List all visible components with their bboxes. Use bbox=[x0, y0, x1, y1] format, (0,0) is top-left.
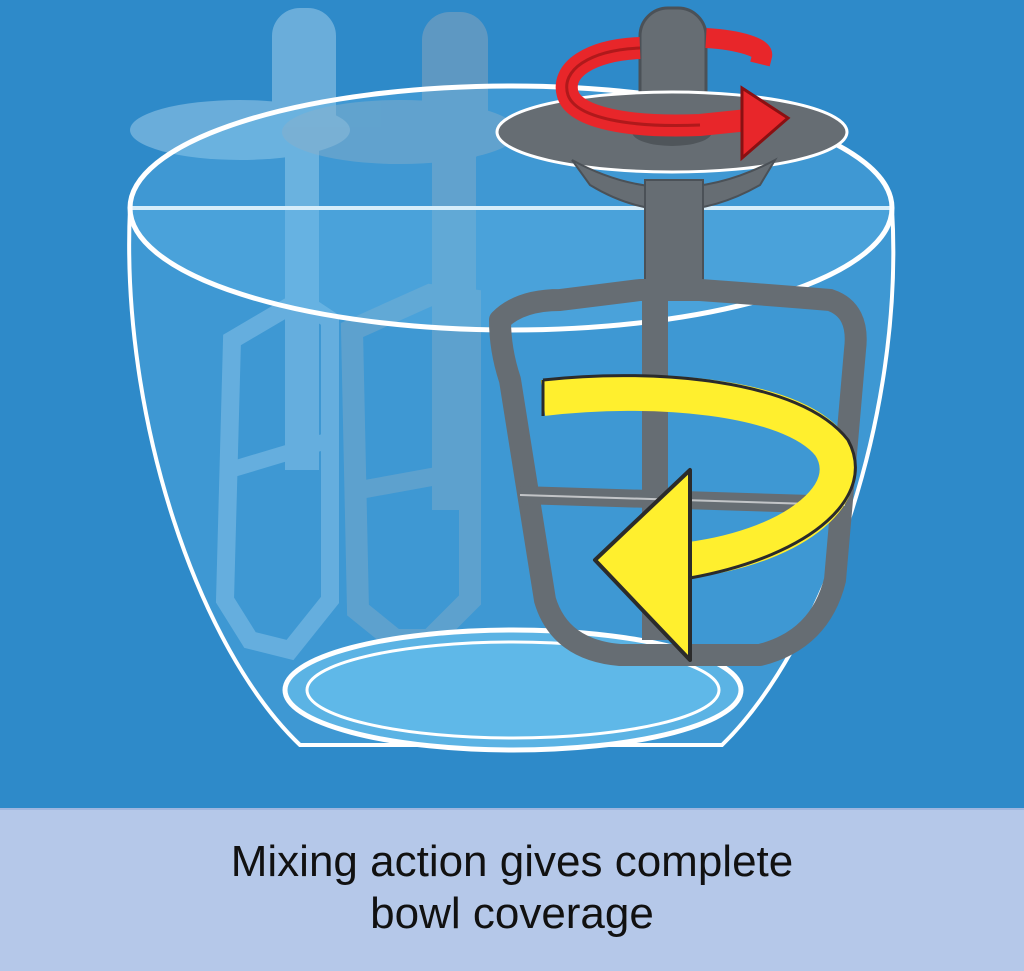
caption-line-1: Mixing action gives complete bbox=[230, 836, 794, 886]
mixing-illustration bbox=[127, 6, 896, 753]
curved-arrow-clockwise-icon bbox=[555, 28, 791, 162]
caption-band: Mixing action gives complete bowl covera… bbox=[0, 808, 1024, 971]
ghost-beater-far bbox=[130, 8, 350, 661]
mixing-diagram bbox=[127, 6, 896, 753]
caption-line-2: bowl coverage bbox=[370, 888, 654, 938]
caption-text: Mixing action gives complete bowl covera… bbox=[231, 836, 793, 946]
curved-arrow-counterclockwise-icon bbox=[540, 374, 857, 662]
